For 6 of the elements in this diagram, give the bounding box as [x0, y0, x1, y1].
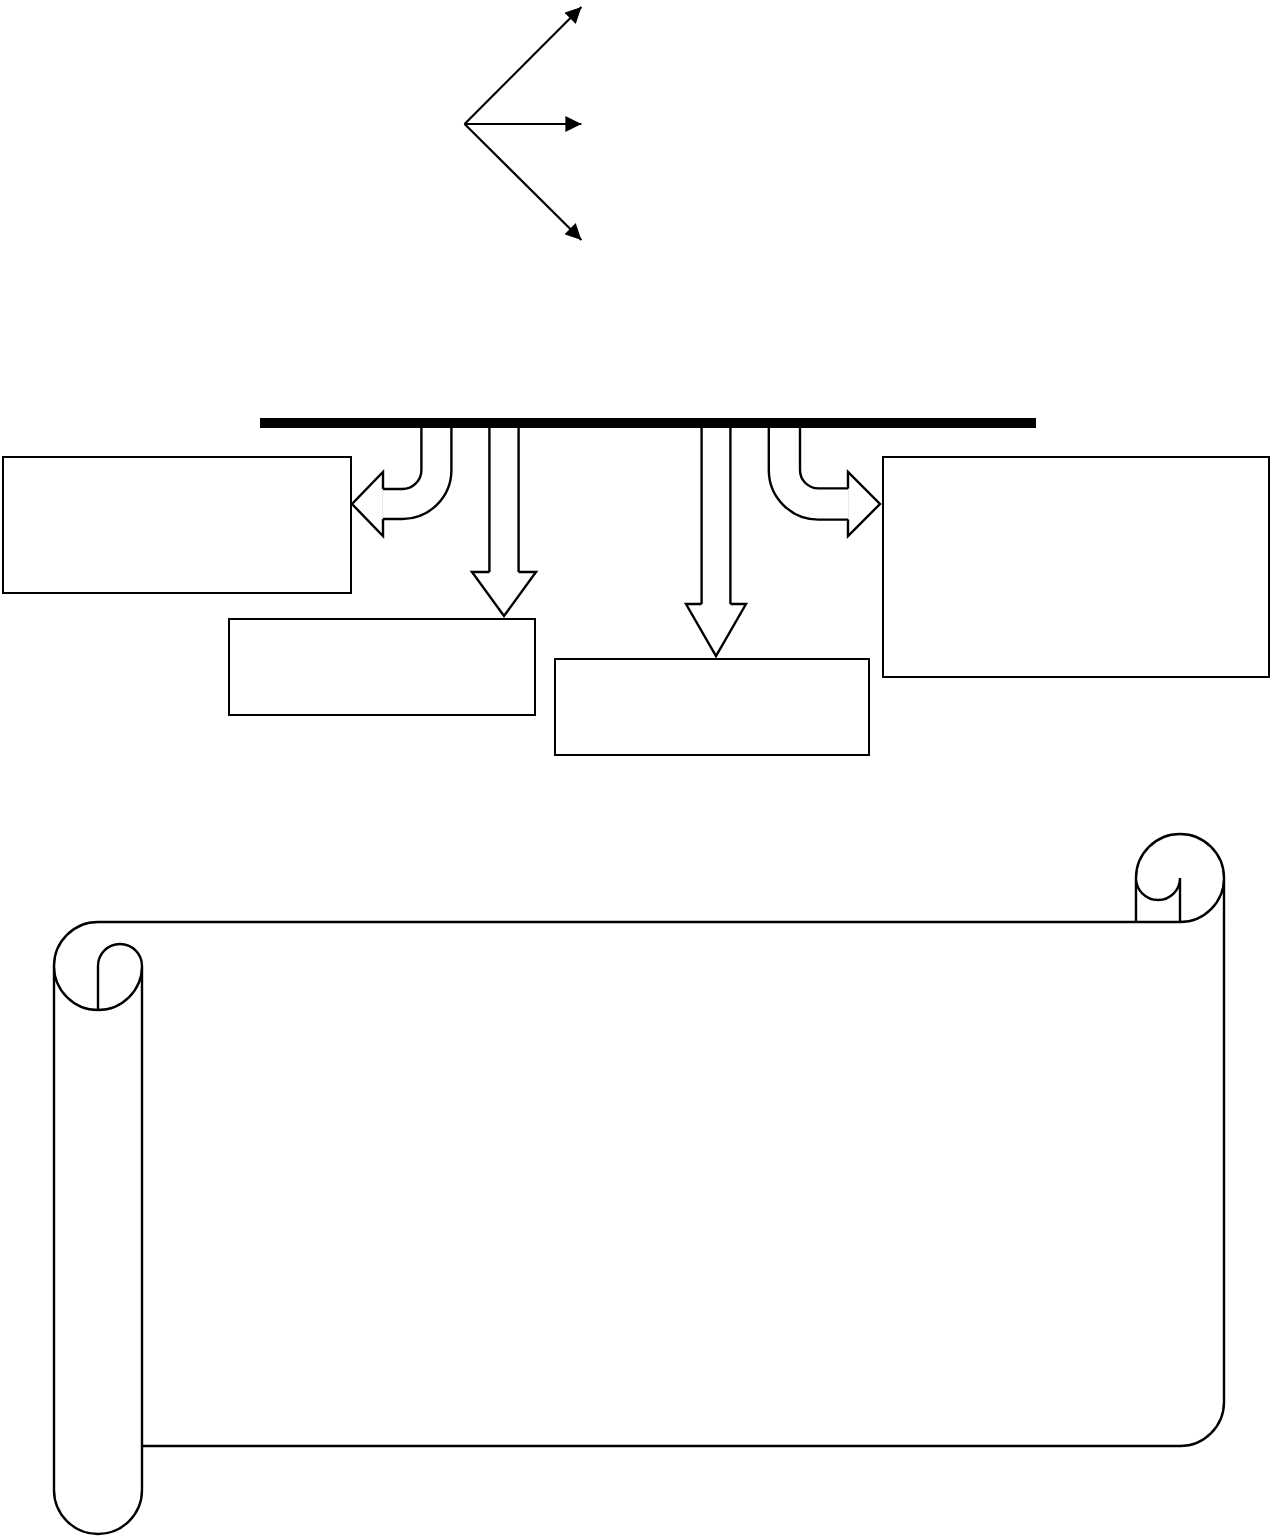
- horizontal-bar: [260, 418, 1036, 428]
- blank-box: [554, 658, 870, 756]
- blank-box: [882, 456, 1270, 678]
- blank-box: [2, 456, 352, 594]
- scroll-banner: [52, 832, 1228, 1538]
- blank-box: [228, 618, 536, 716]
